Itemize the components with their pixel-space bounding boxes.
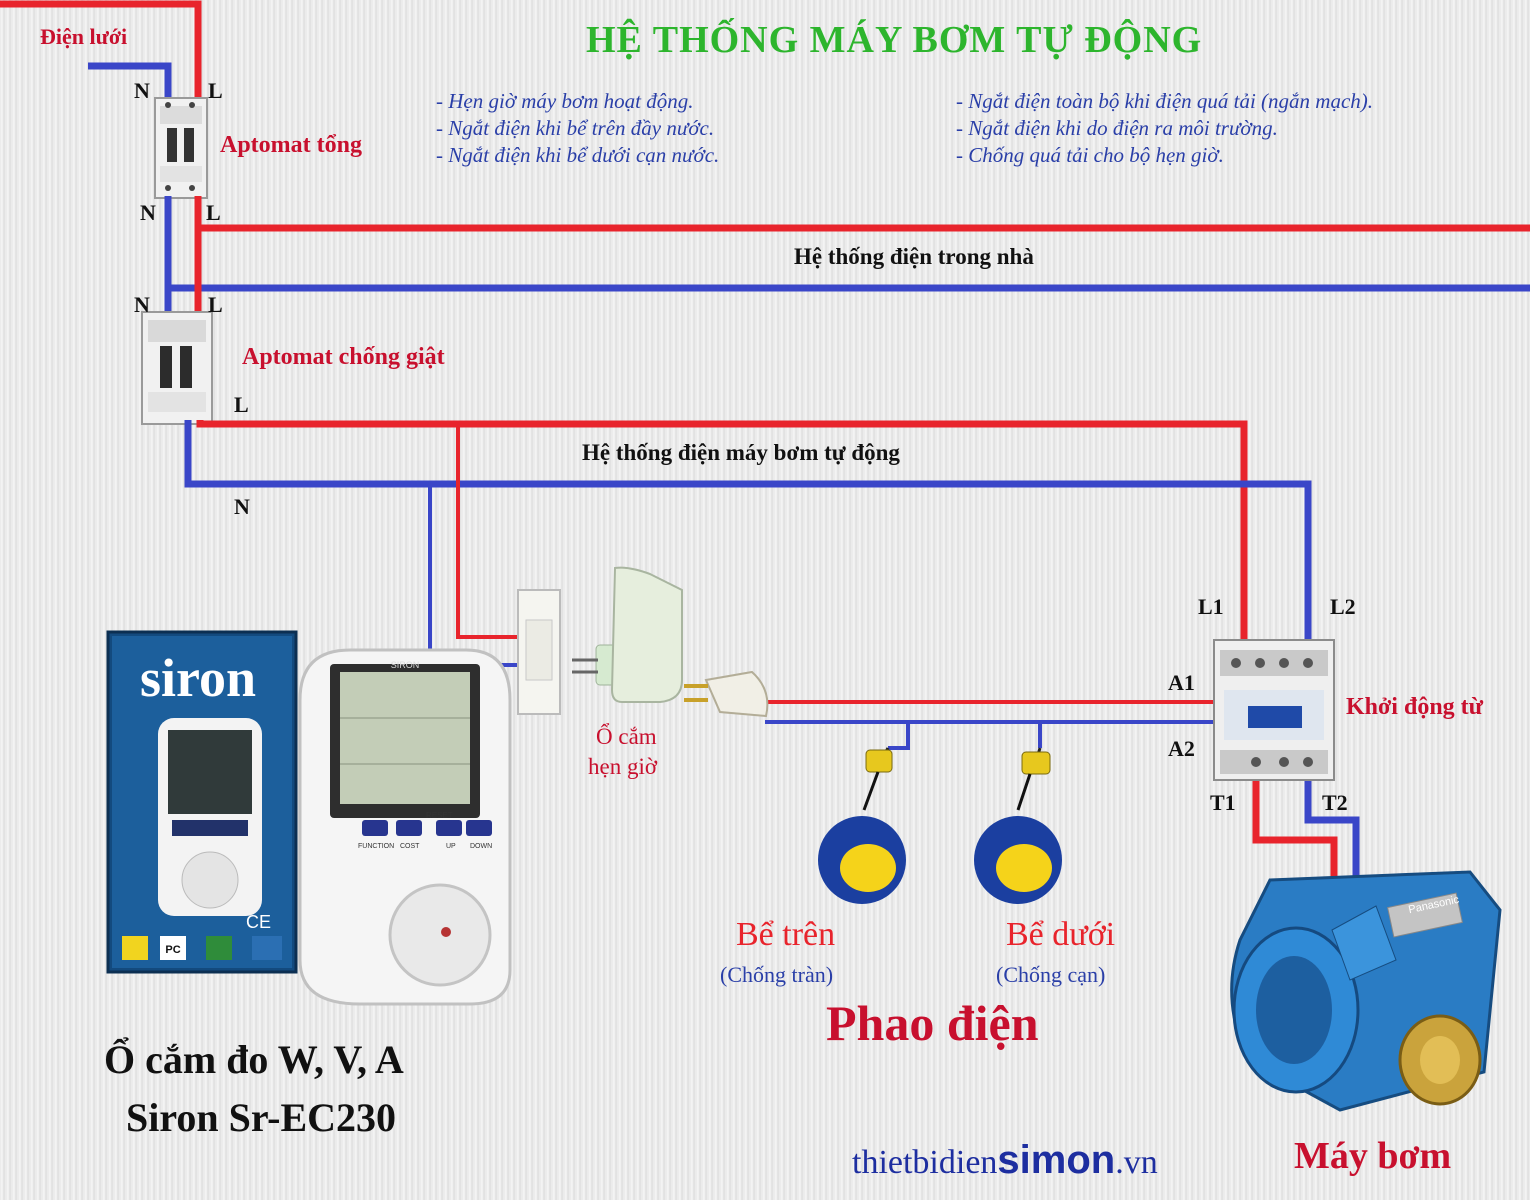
- main-breaker-n-in: N: [134, 78, 150, 103]
- meter-cost-text: COST: [400, 843, 420, 850]
- house-system-label: Hệ thống điện trong nhà: [794, 244, 1034, 269]
- rcd-l-in: L: [208, 292, 223, 317]
- contactor-t2: T2: [1322, 790, 1348, 815]
- house-live-wire: [194, 196, 1530, 232]
- contactor-a1: A1: [1168, 670, 1195, 695]
- upper-tank-label: Bể trên: [736, 916, 836, 953]
- contactor: [1213, 639, 1335, 781]
- main-breaker-l-in: L: [208, 78, 223, 103]
- float-switch-lower: [974, 747, 1062, 904]
- pump-system-wires: [184, 420, 1312, 645]
- timer-live-branch: [456, 424, 522, 639]
- float-switch-label: Phao điện: [826, 995, 1039, 1051]
- meter-brand-text: SIRON: [391, 660, 420, 670]
- timer-socket-label-2: hẹn giờ: [588, 754, 658, 779]
- feature-left-2: - Ngắt điện khi bể trên đầy nước.: [436, 116, 715, 140]
- water-pump: Panasonic: [1230, 870, 1502, 1112]
- feature-left-3: - Ngắt điện khi bể dưới cạn nước.: [436, 143, 720, 167]
- rcd-n-in: N: [134, 292, 150, 317]
- page-title: HỆ THỐNG MÁY BƠM TỰ ĐỘNG: [586, 19, 1203, 61]
- pump-live-wire: [196, 420, 1248, 645]
- rcd-l-out: L: [234, 392, 249, 417]
- website-link[interactable]: thietbidiensimon.vn: [852, 1138, 1158, 1183]
- main-breaker-l-out: L: [206, 200, 221, 225]
- grid-label: Điện lưới: [40, 24, 128, 49]
- grid-input-wires: [0, 0, 202, 105]
- plug: [684, 670, 769, 718]
- timer-socket: [572, 566, 683, 703]
- motor-wires: [1252, 778, 1360, 880]
- contactor-t1: T1: [1210, 790, 1236, 815]
- box-brand-text: siron: [140, 648, 256, 708]
- feature-right-3: - Chống quá tải cho bộ hẹn giờ.: [956, 143, 1224, 167]
- timer-socket-label-1: Ổ cắm: [596, 724, 657, 749]
- meter-function-text: FUNCTION: [358, 843, 394, 850]
- float-chain-wire-2: [908, 720, 1042, 748]
- pump-neutral-wire: [184, 420, 1312, 645]
- rcd-n-out: N: [234, 494, 250, 519]
- main-breaker-n-out: N: [140, 200, 156, 225]
- rcd-breaker: [141, 311, 213, 425]
- box-ce-mark: CE: [246, 912, 271, 932]
- website-prefix: thietbidien: [852, 1144, 998, 1181]
- float-chain-wire: [765, 720, 910, 750]
- main-breaker: [154, 97, 208, 199]
- lower-tank-sublabel: (Chống cạn): [996, 962, 1106, 987]
- pump-label: Máy bơm: [1294, 1135, 1452, 1177]
- siron-meter: SIRON RESET FUNCTION COST UP DOWN: [298, 648, 512, 1006]
- website-suffix: .vn: [1115, 1144, 1158, 1181]
- grid-neutral-wire: [88, 62, 172, 105]
- meter-up-text: UP: [446, 843, 456, 850]
- meter-reset-text: RESET: [426, 811, 453, 820]
- feature-right-1: - Ngắt điện toàn bộ khi điện quá tải (ng…: [956, 89, 1374, 113]
- rcd-label: Aptomat chống giật: [242, 344, 445, 370]
- contactor-a2: A2: [1168, 736, 1195, 761]
- feature-right-2: - Ngắt điện khi do điện ra môi trường.: [956, 116, 1278, 140]
- main-breaker-label: Aptomat tổng: [220, 132, 362, 158]
- grid-live-wire: [0, 0, 202, 105]
- float-switch-upper: [818, 747, 906, 904]
- house-neutral-wire: [164, 196, 1530, 292]
- meter-title-1: Ổ cắm đo W, V, A: [104, 1037, 404, 1082]
- upper-tank-sublabel: (Chống tràn): [720, 962, 834, 987]
- meter-down-text: DOWN: [470, 843, 492, 850]
- feature-left-1: - Hẹn giờ máy bơm hoạt động.: [436, 89, 694, 113]
- motor-t1-wire: [1252, 778, 1338, 880]
- siron-box: siron CE PC: [106, 630, 298, 974]
- website-brand: simon: [997, 1138, 1116, 1182]
- pump-system-label: Hệ thống điện máy bơm tự động: [582, 440, 900, 465]
- wall-socket: [517, 589, 561, 715]
- contactor-label: Khởi động từ: [1346, 694, 1484, 720]
- contactor-l1: L1: [1198, 594, 1224, 619]
- motor-t2-wire: [1304, 778, 1360, 880]
- contactor-l2: L2: [1330, 594, 1356, 619]
- meter-title-2: Siron Sr-EC230: [126, 1095, 397, 1140]
- box-pc-mark: PC: [165, 944, 180, 956]
- lower-tank-label: Bể dưới: [1006, 916, 1116, 953]
